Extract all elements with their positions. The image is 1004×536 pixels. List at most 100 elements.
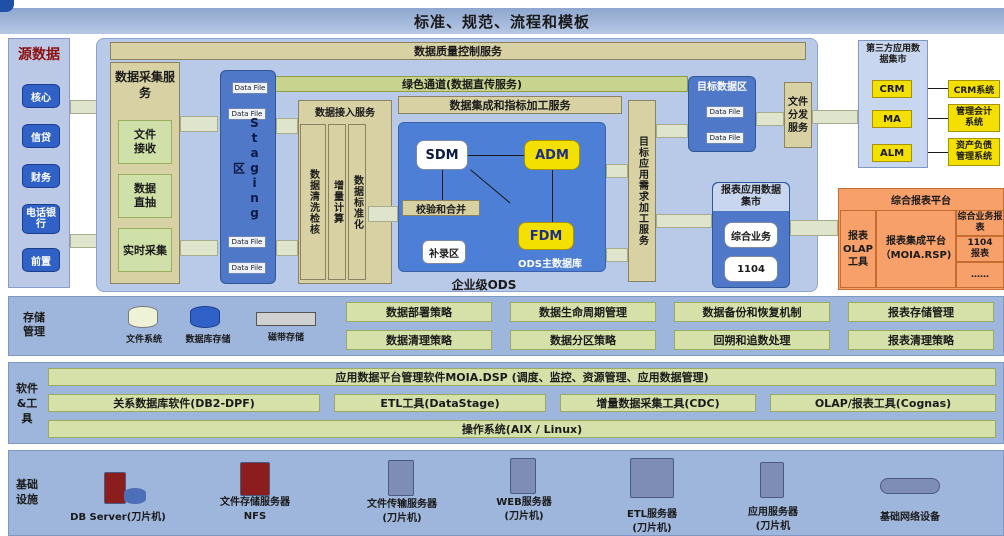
green-channel-bar: 绿色通道(数据直传服务): [236, 76, 688, 92]
infra-nfs-server: 文件存储服务器 NFS: [220, 497, 290, 522]
corner-logo-icon: [0, 0, 14, 12]
arrow-ods-target-2: [606, 248, 628, 262]
ods-supplement: 补录区: [422, 240, 466, 264]
alm-link: [928, 152, 948, 153]
report-mart-title: 报表应用数据集市: [713, 183, 789, 211]
arrow-staging-2: [276, 240, 298, 256]
arrow-third-party: [812, 110, 858, 124]
infra-app-server: 应用服务器 (刀片机: [748, 507, 798, 532]
collect-file-receive: 文件接收: [118, 120, 172, 164]
staging-panel: [220, 70, 276, 284]
infra-band: [8, 450, 1004, 536]
third-party-ma: MA: [872, 110, 912, 128]
storage-title: 存储管理: [23, 311, 45, 338]
report-mart-general: 综合业务: [724, 222, 778, 248]
storage-policy-6: 数据分区策略: [510, 330, 656, 350]
software-db2: 关系数据库软件(DB2-DPF): [48, 394, 320, 412]
report-platform-title: 综合报表平台: [891, 195, 951, 207]
source-core: 核心: [22, 84, 60, 108]
arrow-collect-1: [180, 116, 218, 132]
software-olap: OLAP/报表工具(Cognas): [770, 394, 996, 412]
third-party-title: 第三方应用数据集市: [865, 44, 920, 65]
infra-network: 基础网络设备: [880, 512, 940, 523]
ods-sdm: SDM: [416, 140, 468, 170]
ods-fdm: FDM: [518, 222, 574, 250]
tape-storage-label: 磁带存储: [267, 333, 304, 343]
arrow-source-1: [70, 100, 98, 114]
arrow-collect-2: [180, 240, 218, 256]
db-server-icon: [104, 472, 126, 504]
file-system-icon: [128, 306, 158, 328]
tape-storage-icon: [256, 312, 316, 326]
target-file-1: Data File: [706, 106, 744, 118]
header-title: 标准、规范、流程和模板: [413, 12, 590, 31]
third-party-alm: ALM: [872, 144, 912, 162]
report-moia: 报表集成平台（MOIA.RSP): [876, 210, 956, 288]
report-right-2: 1104报表: [956, 236, 1004, 262]
etl-server-icon: [630, 458, 674, 498]
source-credit: 信贷: [22, 124, 60, 148]
file-transfer-server-icon: [388, 460, 414, 496]
staging-label: Staging区: [231, 115, 262, 221]
third-party-crm: CRM: [872, 80, 912, 98]
report-olap: 报表OLAP工具: [840, 210, 876, 288]
target-area-title: 目标数据区: [697, 81, 747, 93]
collect-title: 数据采集服务: [115, 70, 176, 100]
third-party-ma-system: 管理会计系统: [948, 104, 1000, 132]
storage-policy-8: 报表清理策略: [848, 330, 994, 350]
software-cdc: 增量数据采集工具(CDC): [560, 394, 756, 412]
access-title: 数据接入服务: [315, 107, 375, 119]
file-system-label: 文件系统: [125, 335, 162, 345]
storage-policy-4: 报表存储管理: [848, 302, 994, 322]
infra-file-transfer: 文件传输服务器 (刀片机): [367, 499, 437, 524]
quality-bar: 数据质量控制服务: [110, 42, 806, 60]
web-server-icon: [510, 458, 536, 494]
access-standardize: 数据标准化: [348, 124, 366, 280]
storage-band: [8, 296, 1004, 356]
ma-link: [928, 118, 948, 119]
staging-file-2: Data File: [228, 108, 266, 120]
staging-file-3: Data File: [228, 236, 266, 248]
storage-policy-5: 数据清理策略: [346, 330, 492, 350]
report-right-3: ……: [956, 262, 1004, 288]
software-moia: 应用数据平台管理软件MOIA.DSP (调度、监控、资源管理、应用数据管理): [48, 368, 996, 386]
storage-policy-2: 数据生命周期管理: [510, 302, 656, 322]
collect-realtime: 实时采集: [118, 228, 172, 272]
ods-arrow-line-2: [552, 170, 553, 222]
ods-label: ODS主数据库: [517, 258, 582, 270]
source-front: 前置: [22, 248, 60, 272]
ods-check-merge: 校验和合并: [402, 200, 480, 216]
header-banner: 标准、规范、流程和模板: [0, 8, 1004, 34]
arrow-target-report: [656, 214, 712, 228]
software-os: 操作系统(AIX / Linux): [48, 420, 996, 438]
access-clean: 数据清洗检核: [300, 124, 326, 280]
software-etl: ETL工具(DataStage): [334, 394, 546, 412]
source-panel: 源数据: [8, 38, 70, 288]
arrow-access-ods: [368, 206, 398, 222]
storage-policy-7: 回朔和追数处理: [674, 330, 830, 350]
arrow-target-area: [656, 124, 688, 138]
ods-arrow-line-1: [468, 155, 524, 156]
collect-direct-extract: 数据直抽: [118, 174, 172, 218]
crm-link: [928, 88, 948, 89]
staging-file-4: Data File: [228, 262, 266, 274]
report-right-1: 综合业务报表: [956, 210, 1004, 236]
infra-etl-server: ETL服务器 (刀片机): [626, 509, 678, 534]
ods-arrow-line-3: [442, 170, 443, 200]
arrow-distribute: [756, 112, 784, 126]
db-storage-label: 数据库存储: [185, 335, 231, 345]
infra-db-server: DB Server(刀片机): [70, 512, 166, 523]
arrow-ods-target: [606, 164, 628, 178]
source-phone-bank: 电话银行: [22, 204, 60, 234]
source-finance: 财务: [22, 164, 60, 188]
third-party-crm-system: CRM系统: [948, 80, 1000, 98]
target-file-2: Data File: [706, 132, 744, 144]
arrow-staging-1: [276, 118, 298, 134]
arrow-report-platform: [790, 220, 838, 236]
third-party-alm-system: 资产负债管理系统: [948, 138, 1000, 166]
storage-policy-1: 数据部署策略: [346, 302, 492, 322]
db-server-disk-icon: [124, 488, 146, 504]
nfs-server-icon: [240, 462, 270, 496]
distribute-box: 文件分发服务: [784, 82, 812, 148]
staging-file-1: Data File: [232, 82, 268, 94]
